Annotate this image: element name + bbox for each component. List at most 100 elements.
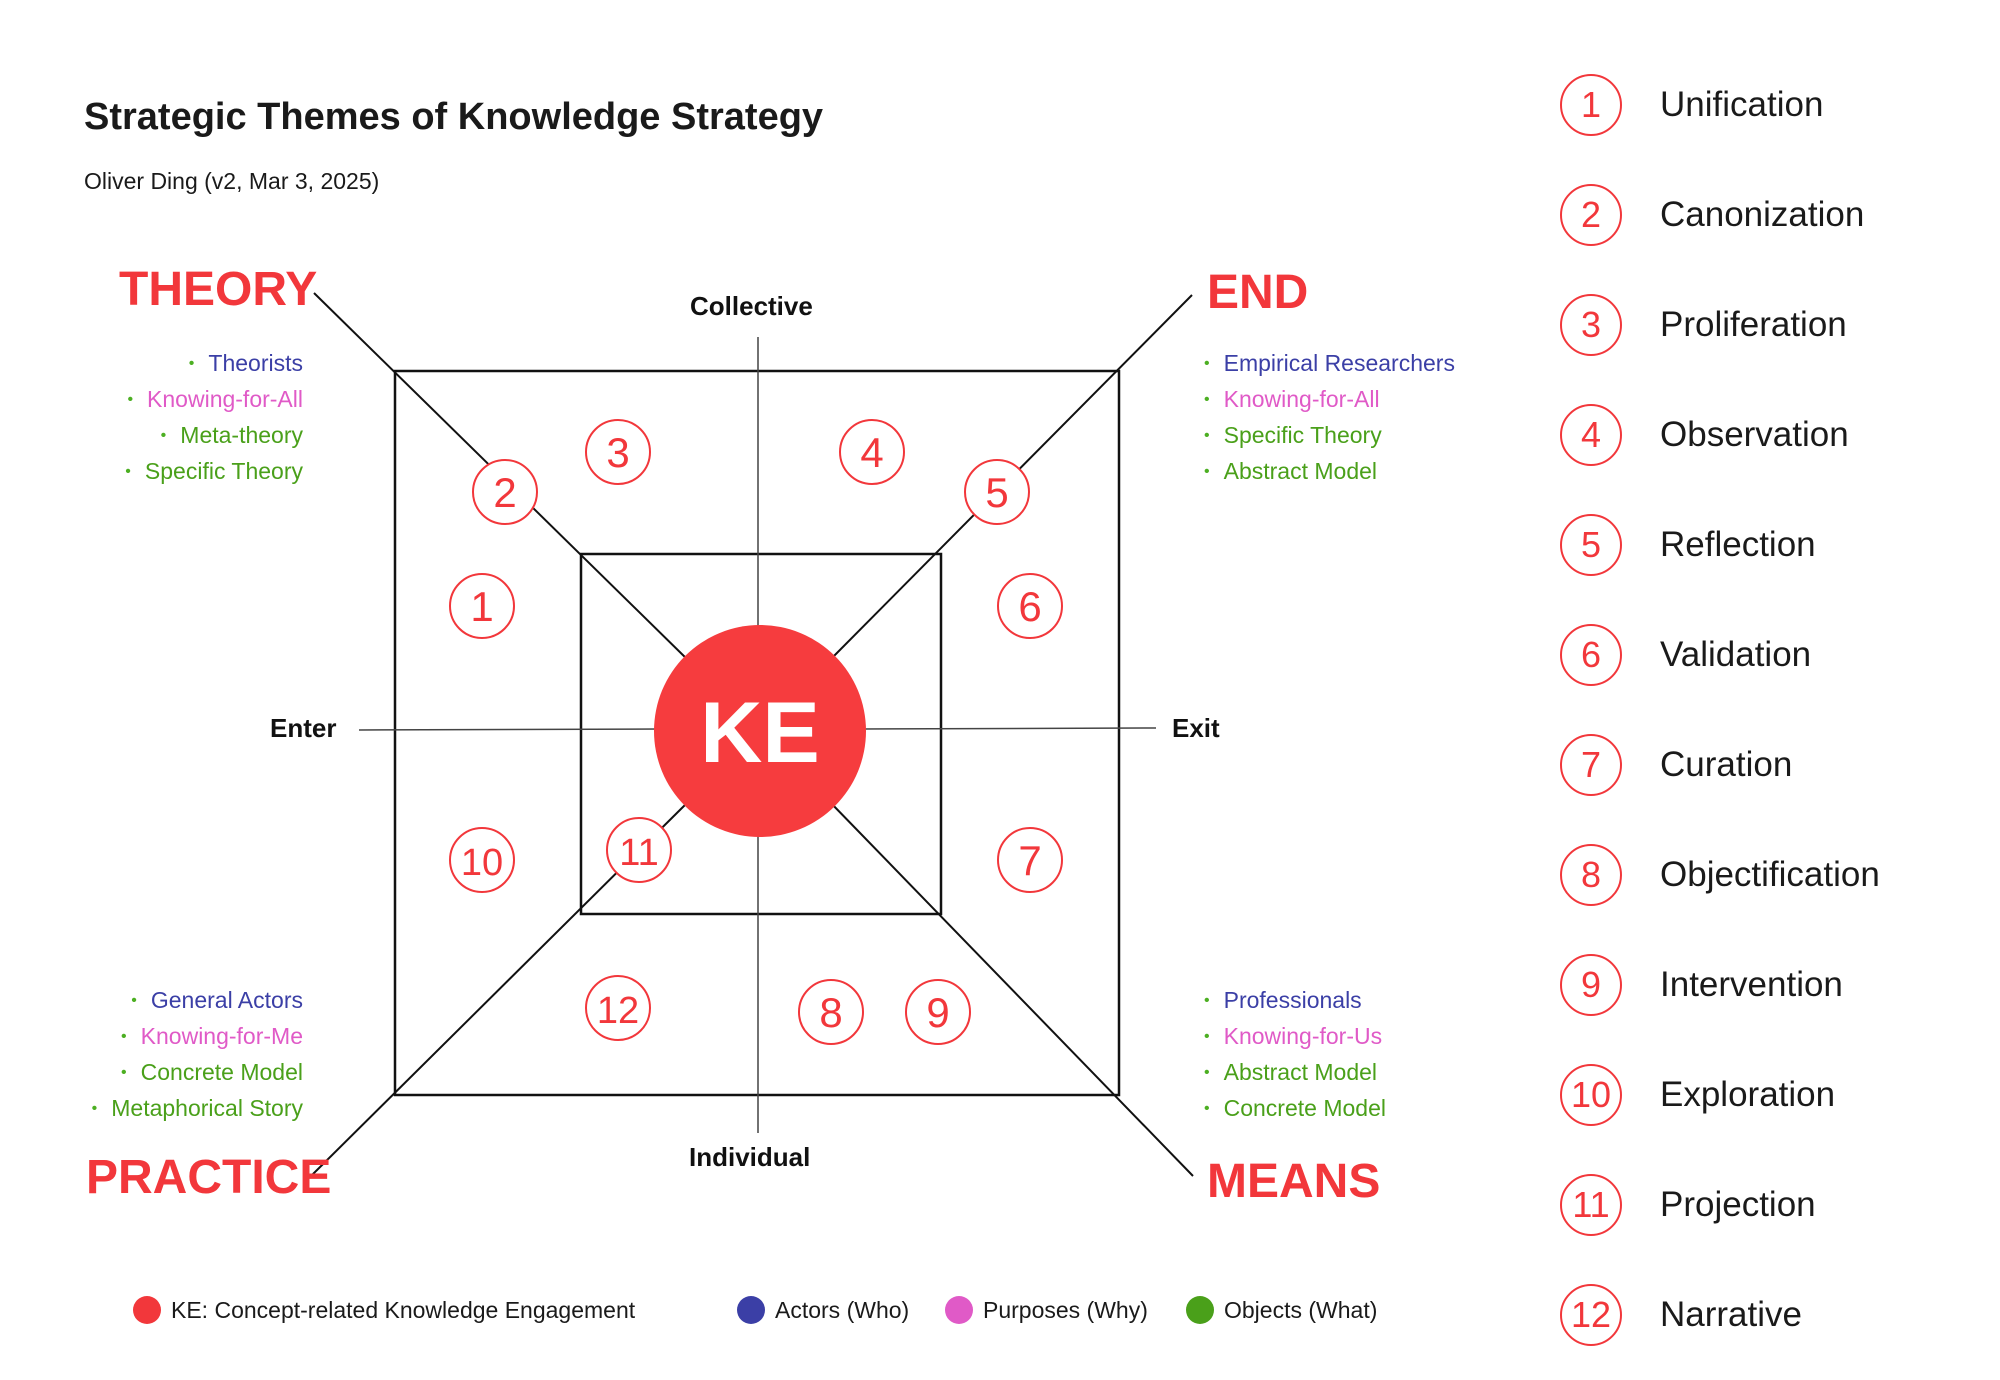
practice-bullet-list: General Actors Knowing-for-Me Concrete M…	[92, 984, 303, 1128]
inner-square	[579, 552, 943, 916]
theory-bullet-list: Theorists Knowing-for-All Meta-theory Sp…	[125, 347, 303, 491]
end-item-object-1: Specific Theory	[1204, 419, 1455, 455]
theme-number-badge: 8	[1560, 844, 1622, 906]
ke-center-circle	[654, 625, 866, 837]
theme-label: Unification	[1660, 85, 1824, 124]
number-circle-6	[997, 573, 1063, 639]
theme-number-badge: 2	[1560, 184, 1622, 246]
axis-label-individual: Individual	[689, 1142, 811, 1172]
means-item-object-1: Abstract Model	[1204, 1056, 1386, 1092]
horizontal-axis-left	[358, 728, 661, 731]
number-label-3: 3	[606, 429, 629, 476]
number-label-5: 5	[985, 469, 1008, 516]
theme-item-6: 6 Validation	[1560, 600, 1980, 710]
diagonal-means	[827, 799, 1194, 1177]
theme-item-8: 8 Objectification	[1560, 820, 1980, 930]
outer-square	[393, 369, 1121, 1097]
theme-item-12: 12 Narrative	[1560, 1260, 1980, 1370]
corner-label-means: MEANS	[1207, 1155, 1381, 1208]
objects-dot-icon	[1186, 1296, 1214, 1324]
number-circle-5	[964, 459, 1030, 525]
theory-item-actor: Theorists	[125, 347, 303, 383]
number-circle-1	[449, 573, 515, 639]
number-label-8: 8	[819, 989, 842, 1036]
number-circles	[449, 419, 1063, 1045]
ke-dot-icon	[133, 1296, 161, 1324]
number-circle-3	[585, 419, 651, 485]
theme-number-badge: 9	[1560, 954, 1622, 1016]
theme-label: Proliferation	[1660, 305, 1847, 344]
theme-label: Curation	[1660, 745, 1793, 784]
number-label-1: 1	[470, 583, 493, 630]
theme-item-11: 11 Projection	[1560, 1150, 1980, 1260]
theme-label: Reflection	[1660, 525, 1816, 564]
strategy-diagram: 1 2 3 4 5 6 7 8 9 10 11 12 KE	[310, 292, 1194, 1177]
number-label-4: 4	[860, 429, 883, 476]
theme-label: Validation	[1660, 635, 1812, 674]
theme-label: Intervention	[1660, 965, 1843, 1004]
number-label-7: 7	[1018, 837, 1041, 884]
end-item-purpose: Knowing-for-All	[1204, 383, 1455, 419]
theme-number-badge: 5	[1560, 514, 1622, 576]
theme-item-7: 7 Curation	[1560, 710, 1980, 820]
legend-purposes-label: Purposes (Why)	[983, 1296, 1148, 1323]
number-circle-2	[472, 459, 538, 525]
theme-label: Exploration	[1660, 1075, 1836, 1114]
number-label-6: 6	[1018, 583, 1041, 630]
number-label-2: 2	[493, 469, 516, 516]
theme-item-4: 4 Observation	[1560, 380, 1980, 490]
legend-ke-label: KE: Concept-related Knowledge Engagement	[171, 1296, 636, 1323]
theme-item-9: 9 Intervention	[1560, 930, 1980, 1040]
theme-label: Canonization	[1660, 195, 1865, 234]
actors-dot-icon	[737, 1296, 765, 1324]
number-circle-9	[905, 979, 971, 1045]
theme-number-badge: 11	[1560, 1174, 1622, 1236]
practice-item-object-1: Concrete Model	[92, 1056, 303, 1092]
end-item-actor: Empirical Researchers	[1204, 347, 1455, 383]
practice-item-actor: General Actors	[92, 984, 303, 1020]
number-circle-4	[839, 419, 905, 485]
theme-label: Objectification	[1660, 855, 1880, 894]
axis-label-exit: Exit	[1172, 713, 1220, 743]
theme-label: Projection	[1660, 1185, 1816, 1224]
theme-label: Narrative	[1660, 1295, 1802, 1334]
number-circle-7	[997, 827, 1063, 893]
theme-item-5: 5 Reflection	[1560, 490, 1980, 600]
means-item-actor: Professionals	[1204, 984, 1386, 1020]
theme-number-badge: 6	[1560, 624, 1622, 686]
number-circle-8	[798, 979, 864, 1045]
theory-item-object-1: Meta-theory	[125, 419, 303, 455]
number-label-9: 9	[926, 989, 949, 1036]
axis-label-collective: Collective	[690, 291, 813, 321]
end-bullet-list: Empirical Researchers Knowing-for-All Sp…	[1204, 347, 1455, 491]
number-circle-12	[585, 975, 651, 1041]
theme-number-badge: 4	[1560, 404, 1622, 466]
legend-ke: KE: Concept-related Knowledge Engagement	[133, 1296, 635, 1324]
legend-actors-label: Actors (Who)	[775, 1296, 910, 1323]
legend-purposes: Purposes (Why)	[945, 1296, 1148, 1324]
practice-item-object-2: Metaphorical Story	[92, 1092, 303, 1128]
theory-item-object-2: Specific Theory	[125, 455, 303, 491]
end-item-object-2: Abstract Model	[1204, 455, 1455, 491]
number-label-10: 10	[461, 842, 503, 884]
ke-center-label: KE	[700, 685, 819, 781]
axis-label-enter: Enter	[270, 713, 337, 743]
theme-item-2: 2 Canonization	[1560, 160, 1980, 270]
number-circle-10	[449, 827, 515, 893]
theme-number-badge: 7	[1560, 734, 1622, 796]
legend-actors: Actors (Who)	[737, 1296, 909, 1324]
practice-item-purpose: Knowing-for-Me	[92, 1020, 303, 1056]
corner-label-end: END	[1207, 266, 1309, 319]
number-label-11: 11	[619, 832, 658, 874]
page-title: Strategic Themes of Knowledge Strategy	[84, 96, 824, 138]
theme-number-badge: 12	[1560, 1284, 1622, 1346]
purposes-dot-icon	[945, 1296, 973, 1324]
horizontal-axis-right	[859, 727, 1157, 730]
theme-label: Observation	[1660, 415, 1849, 454]
page-subtitle: Oliver Ding (v2, Mar 3, 2025)	[84, 168, 380, 194]
corner-label-theory: THEORY	[119, 263, 318, 316]
